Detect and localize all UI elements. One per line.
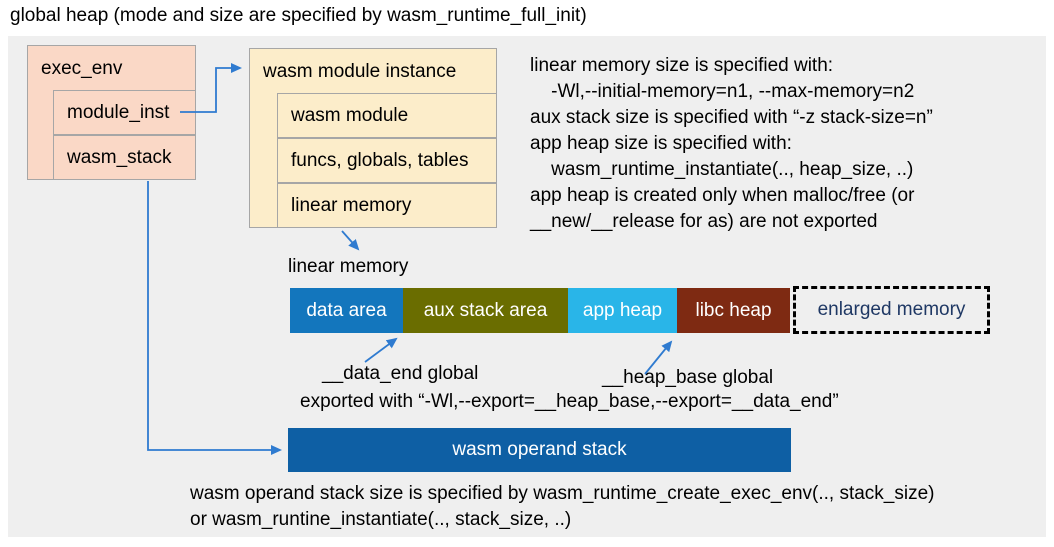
- memory-segment-data-area: data area: [290, 288, 403, 333]
- data-end-global-label: __data_end global: [322, 363, 479, 384]
- note-line: wasm_runtime_instantiate(.., heap_size, …: [530, 159, 914, 180]
- module-instance-field-wasm-module: wasm module: [277, 93, 497, 138]
- memory-segment-app-heap: app heap: [568, 288, 677, 333]
- diagram-title: global heap (mode and size are specified…: [10, 5, 587, 26]
- linear-memory-label: linear memory: [288, 256, 409, 277]
- wasm-operand-stack-bar: wasm operand stack: [288, 428, 791, 472]
- note-line: linear memory size is specified with:: [530, 55, 834, 76]
- note-line: __new/__release for as) are not exported: [530, 211, 878, 232]
- note-line: aux stack size is specified with “-z sta…: [530, 107, 933, 128]
- note-line: app heap size is specified with:: [530, 133, 792, 154]
- module-instance-title: wasm module instance: [263, 61, 457, 82]
- size-notes-block: linear memory size is specified with: -W…: [530, 53, 1042, 235]
- module-instance-field-funcs-globals: funcs, globals, tables: [277, 138, 497, 183]
- note-line: wasm operand stack size is specified by …: [190, 483, 935, 504]
- heap-base-global-label: __heap_base global: [602, 367, 774, 388]
- note-line: -Wl,--initial-memory=n1, --max-memory=n2: [530, 81, 915, 102]
- module-instance-field-linear-memory: linear memory: [277, 183, 497, 228]
- memory-segment-aux-stack-area: aux stack area: [403, 288, 568, 333]
- exec-env-field-wasm-stack: wasm_stack: [53, 135, 196, 180]
- note-line: app heap is created only when malloc/fre…: [530, 185, 915, 206]
- memory-segment-libc-heap: libc heap: [677, 288, 790, 333]
- memory-segment-enlarged-memory: enlarged memory: [793, 286, 990, 334]
- operand-stack-notes: wasm operand stack size is specified by …: [190, 481, 935, 533]
- note-line: or wasm_runtine_instantiate(.., stack_si…: [190, 509, 572, 530]
- exec-env-title: exec_env: [41, 58, 123, 79]
- exec-env-field-module-inst: module_inst: [53, 90, 196, 135]
- export-note: exported with “-Wl,--export=__heap_base,…: [300, 391, 839, 412]
